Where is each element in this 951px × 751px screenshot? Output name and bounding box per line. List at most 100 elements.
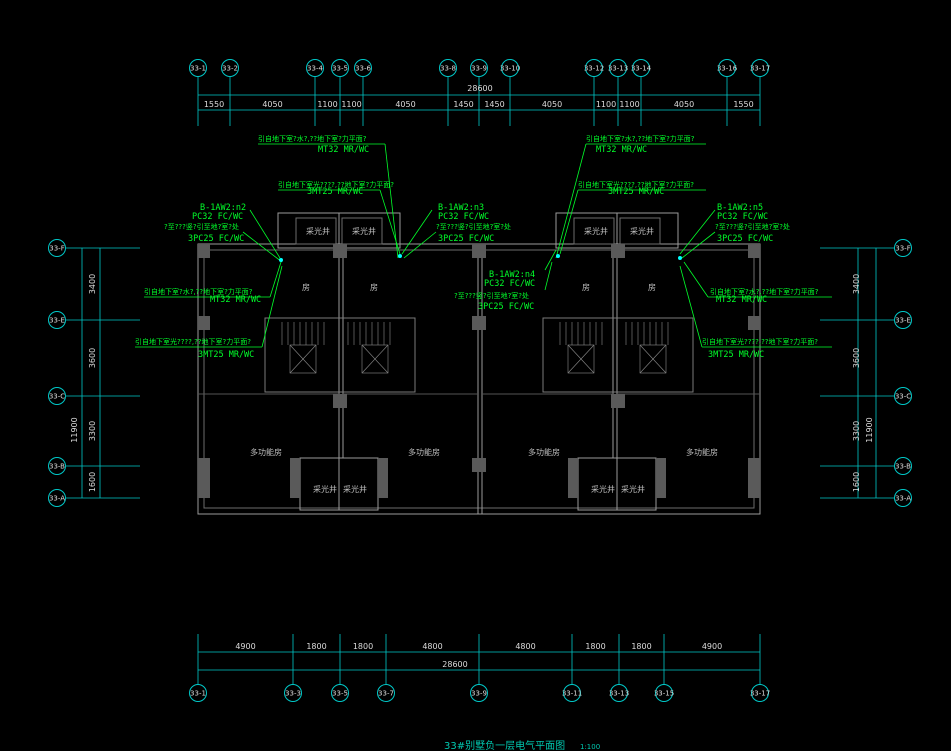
stair-right (559, 322, 669, 374)
annotation-conduit-spec: PC32 FC/WC (484, 279, 535, 289)
axis-bubble-left: 33-F (48, 239, 66, 257)
axis-bubble-label: 33-A (49, 495, 65, 503)
axis-bubble-label: 33-1 (190, 65, 206, 73)
annotation-conduit-spec: MT32 MR/WC (210, 295, 261, 305)
axis-bubble-bottom: 33-9 (470, 684, 488, 702)
bottom-dimension-value: 1800 (585, 642, 605, 651)
left-total-dimension: 11900 (70, 417, 79, 442)
left-dimension-value: 3400 (88, 274, 97, 294)
left-dimension-value: 1600 (88, 472, 97, 492)
axis-bubble-label: 33-8 (440, 65, 456, 73)
annotation-conduit-spec: 3PC25 FC/WC (188, 234, 244, 244)
top-dimension-value: 1450 (484, 100, 504, 109)
annotation-conduit-spec: PC32 FC/WC (438, 212, 489, 222)
annotation-source-note: 引自地下室光????,??地下室?力平面? (702, 337, 818, 346)
annotation-routing-note: ?至???竖?引至地?室?处 (164, 222, 239, 231)
axis-bubble-label: 33-13 (609, 690, 629, 698)
top-dimension-value: 4050 (542, 100, 562, 109)
axis-bubble-label: 33-13 (608, 65, 628, 73)
annotation-conduit-spec: PC32 FC/WC (192, 212, 243, 222)
axis-bubble-label: 33-E (895, 317, 911, 325)
annotation-leaders (135, 143, 832, 348)
top-dimension-value: 4050 (674, 100, 694, 109)
room-label: 房 (302, 282, 310, 292)
axis-bubble-label: 33-11 (562, 690, 582, 698)
axis-bubble-bottom: 33-11 (562, 684, 582, 702)
axis-bubble-label: 33-12 (584, 65, 604, 73)
top-total-dimension: 28600 (467, 84, 492, 93)
left-dimension-chain (81, 248, 101, 498)
left-dimension-value: 3600 (88, 348, 97, 368)
room-light-well: 采光井 (630, 226, 654, 236)
axis-bubble-bottom: 33-1 (189, 684, 207, 702)
axis-bubble-top: 33-12 (584, 59, 604, 77)
annotation-routing-note: ?至???竖?引至地?室?处 (436, 222, 511, 231)
bottom-dimension-value: 4900 (702, 642, 722, 651)
room-labels: 采光井 采光井 采光井 采光井 房 房 房 房 多功能房 多功能房 多功能房 多… (250, 226, 718, 494)
axis-bubble-label: 33-5 (332, 690, 348, 698)
annotation-source-note: 引自地下室?水?,??地下室?力平面? (258, 134, 367, 143)
axis-bubble-label: 33-F (49, 245, 64, 253)
top-dimension-value: 4050 (262, 100, 282, 109)
axis-bubble-top: 33-17 (750, 59, 770, 77)
bottom-dimension-value: 4800 (515, 642, 535, 651)
axis-bubble-label: 33-E (49, 317, 65, 325)
axis-bubble-label: 33-B (895, 463, 911, 471)
conduit-points (279, 254, 682, 262)
bottom-dimension-value: 1800 (353, 642, 373, 651)
annotation-conduit-spec: 3PC25 FC/WC (438, 234, 494, 244)
bottom-dimension-value: 1800 (631, 642, 651, 651)
annotation-conduit-spec: 3MT25 MR/WC (307, 187, 363, 197)
axis-bubble-label: 33-10 (500, 65, 520, 73)
room-label: 房 (582, 282, 590, 292)
top-dimension-value: 1450 (453, 100, 473, 109)
axis-bubble-label: 33-9 (471, 65, 487, 73)
annotation-conduit-spec: MT32 MR/WC (318, 145, 369, 155)
axis-bubble-bottom: 33-3 (284, 684, 302, 702)
top-dimension-value: 1550 (204, 100, 224, 109)
top-dimension-value: 4050 (395, 100, 415, 109)
axis-bubble-label: 33-17 (750, 690, 770, 698)
right-dimension-value: 1600 (852, 472, 861, 492)
axis-bubble-label: 33-C (49, 393, 65, 401)
bottom-dimension-value: 4800 (422, 642, 442, 651)
drawing-title: 33#别墅负一层电气平面图 (444, 739, 565, 751)
bottom-total-dimension: 28600 (442, 660, 467, 669)
axis-bubble-bottom: 33-5 (331, 684, 349, 702)
annotation-circuit-id: B-1AW2:n2 (200, 203, 246, 213)
top-dimension-value: 1100 (341, 100, 361, 109)
room-multifunction: 多功能房 (528, 447, 560, 457)
bottom-dimension-value: 4900 (235, 642, 255, 651)
right-total-dimension: 11900 (865, 417, 874, 442)
right-axis-bubbles: 33-F33-E33-C33-B33-A (820, 239, 912, 507)
room-light-well: 采光井 (313, 484, 337, 494)
axis-bubble-label: 33-15 (654, 690, 674, 698)
right-dimension-value: 3300 (852, 421, 861, 441)
axis-bubble-label: 33-14 (631, 65, 652, 73)
top-dimension-value: 1100 (596, 100, 616, 109)
annotation-circuit-id: B-1AW2:n5 (717, 203, 763, 213)
room-multifunction: 多功能房 (250, 447, 282, 457)
axis-bubble-label: 33-F (895, 245, 910, 253)
room-multifunction: 多功能房 (408, 447, 440, 457)
axis-bubble-label: 33-9 (471, 690, 487, 698)
axis-bubble-label: 33-6 (355, 65, 371, 73)
annotation-conduit-spec: PC32 FC/WC (717, 212, 768, 222)
annotation-texts: 引自地下室?水?,??地下室?力平面? MT32 MR/WC 引自地下室光???… (135, 134, 819, 360)
annotation-conduit-spec: 3MT25 MR/WC (198, 350, 254, 360)
axis-bubble-top: 33-5 (331, 59, 349, 77)
top-dimension-value: 1100 (317, 100, 337, 109)
annotation-source-note: 引自地下室光????,??地下室?力平面? (135, 337, 251, 346)
drawing-scale: 1:100 (580, 743, 600, 751)
axis-bubble-right: 33-C (894, 387, 912, 405)
left-axis-bubbles: 33-F33-E33-C33-B33-A (48, 239, 140, 507)
annotation-source-note: 引自地下室?水?,??地下室?力平面? (586, 134, 695, 143)
axis-bubble-left: 33-A (48, 489, 66, 507)
axis-bubble-bottom: 33-15 (654, 684, 674, 702)
axis-bubble-top: 33-6 (354, 59, 372, 77)
axis-bubble-top: 33-4 (306, 59, 324, 77)
axis-bubble-top: 33-2 (221, 59, 239, 77)
room-light-well: 采光井 (306, 226, 330, 236)
axis-bubble-top: 33-14 (631, 59, 652, 77)
